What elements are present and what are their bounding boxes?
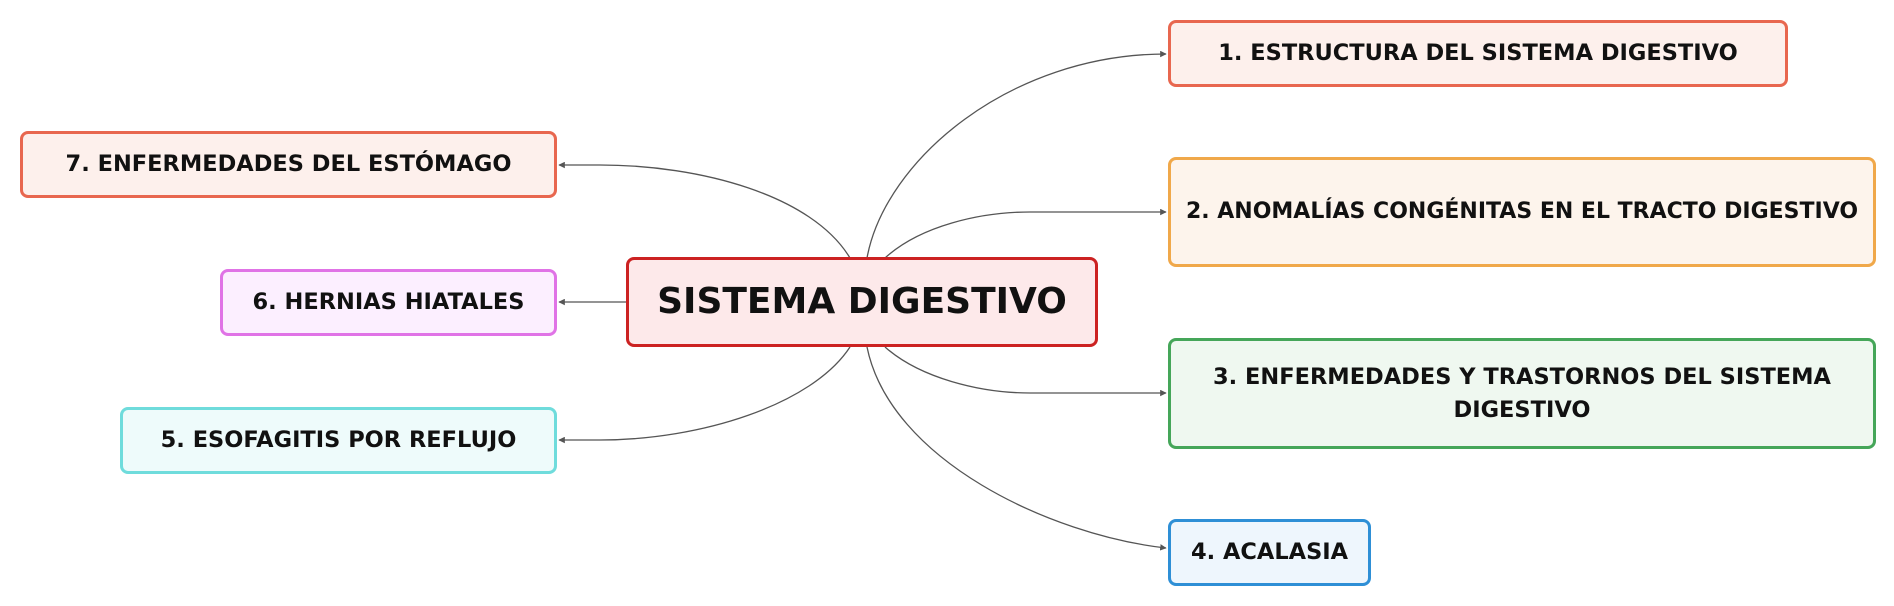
connector-n7 [558, 161, 851, 259]
connector-n3 [884, 346, 1167, 397]
central-topic[interactable]: SISTEMA DIGESTIVO [626, 257, 1098, 347]
topic-enfermedades-estomago[interactable]: 7. ENFERMEDADES DEL ESTÓMAGO [20, 131, 557, 198]
topic-hernias-hiatales[interactable]: 6. HERNIAS HIATALES [220, 269, 557, 336]
connector-n1 [866, 50, 1167, 259]
topic-acalasia[interactable]: 4. ACALASIA [1168, 519, 1371, 586]
connector-n4 [866, 346, 1167, 551]
connector-n5 [558, 346, 851, 444]
topic-anomalias-congenitas[interactable]: 2. ANOMALÍAS CONGÉNITAS EN EL TRACTO DIG… [1168, 157, 1876, 267]
topic-esofagitis-reflujo[interactable]: 5. ESOFAGITIS POR REFLUJO [120, 407, 557, 474]
connector-n2 [884, 208, 1167, 259]
topic-enfermedades-trastornos[interactable]: 3. ENFERMEDADES Y TRASTORNOS DEL SISTEMA… [1168, 338, 1876, 449]
topic-estructura-sistema-digestivo[interactable]: 1. ESTRUCTURA DEL SISTEMA DIGESTIVO [1168, 20, 1788, 87]
